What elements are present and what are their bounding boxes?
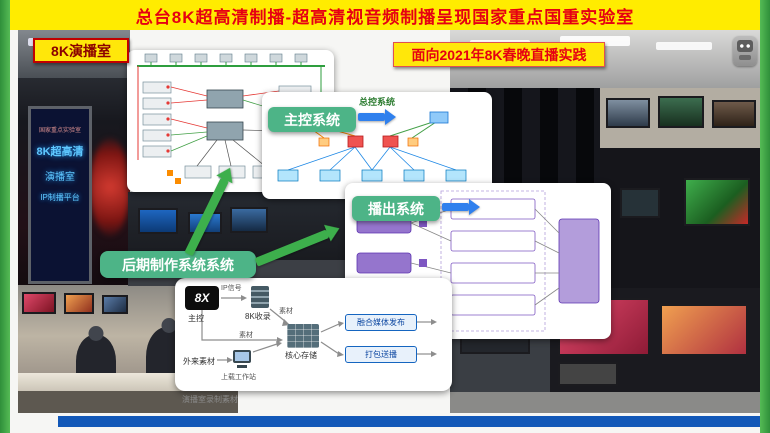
ceiling-light (656, 42, 712, 50)
blue-arrow-broadcast (442, 199, 480, 215)
label-external: 外来素材 (183, 357, 215, 366)
rack-screen (620, 188, 660, 218)
person-head (88, 326, 104, 341)
monitor-screen (102, 295, 128, 314)
label-record: 8K收录 (245, 312, 271, 321)
far-monitor-row (18, 290, 238, 318)
label-material-b: 素材 (239, 332, 253, 339)
label-upload: 上载工作站 (221, 374, 256, 381)
monitor-screen (22, 292, 56, 314)
floor-strip (450, 392, 762, 413)
room-floor (18, 391, 238, 413)
pill-master-system: 主控系统 (268, 107, 356, 132)
title-bar: 总台8K超高清制播-超高清视音频制播呈现国家重点国重实验室 (10, 0, 760, 30)
preview-monitor (684, 178, 750, 226)
equipment-rack-mid (600, 148, 762, 288)
label-ip-signal: IP信号 (221, 285, 242, 292)
workstation-screen (233, 350, 251, 363)
person-head (161, 318, 177, 333)
blue-arrow-master (358, 109, 396, 125)
frame-left (0, 0, 10, 433)
disk-array-icon (287, 324, 319, 348)
page-title: 总台8K超高清制播-超高清视音频制播呈现国家重点国重实验室 (135, 7, 635, 27)
studio-red-set (90, 138, 130, 236)
monitor-screen (658, 96, 704, 128)
fusion-publish-box: 融合媒体发布 (345, 314, 417, 331)
master-panel-title: 总控系统 (358, 97, 395, 107)
postsys-logo: 8X (185, 286, 219, 310)
monitor-screen (230, 207, 268, 233)
post-flow-connectors (201, 295, 437, 363)
mascot-face (737, 40, 753, 52)
panel-post-production-diagram: 8X 主控 IP信号 8K收录 素材 素材 核心存储 外来素材 上载工作站 融合… (175, 278, 452, 391)
badge-2021-practice: 面向2021年8K春晚直播实践 (393, 42, 605, 67)
server-stack-icon (251, 286, 269, 308)
screen-line: 国家重点实验室 (38, 128, 81, 134)
screen-line: IP制播平台 (40, 193, 80, 202)
ceiling-light (560, 36, 630, 46)
corner-mascot-icon (733, 36, 757, 66)
monitor-screen (558, 362, 618, 386)
vertical-display-screen: 国家重点实验室 8K超高清 演播室 IP制播平台 (28, 106, 92, 284)
monitor-screen (64, 293, 94, 314)
label-master: 主控 (188, 314, 204, 323)
label-storage: 核心存储 (285, 351, 317, 360)
monitor-wall-top (600, 88, 762, 148)
package-send-box: 打包送播 (345, 346, 417, 363)
footer-blue-bar (58, 416, 760, 427)
workstation-icon (233, 350, 251, 370)
screen-line: 8K超高清 (36, 146, 84, 158)
badge-8k-studio: 8K演播室 (33, 38, 129, 63)
pill-post-production: 后期制作系统系统 (100, 251, 256, 278)
mascot-body (739, 55, 751, 60)
monitor-screen (606, 98, 650, 128)
workstation-base (237, 365, 247, 368)
monitor-screen (712, 100, 756, 128)
panel-master-control-diagram: 总控系统 (262, 92, 492, 199)
frame-right (760, 0, 770, 433)
master-control-topology (277, 111, 467, 182)
screen-line: 演播室 (45, 172, 75, 183)
label-material-a: 素材 (279, 308, 293, 315)
program-monitor (660, 304, 748, 356)
broadcast-flowchart (356, 190, 600, 332)
pill-broadcast-system: 播出系统 (352, 196, 440, 221)
monitor-screen (138, 208, 178, 234)
post-panel-caption: 演播室录制素材 (182, 395, 238, 404)
